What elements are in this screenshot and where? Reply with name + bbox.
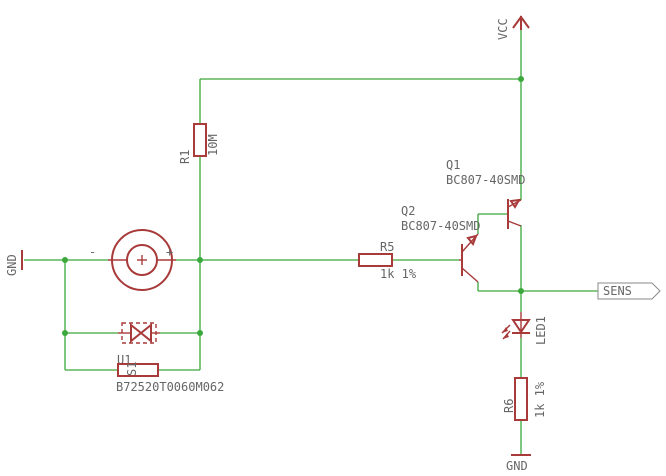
r5-resistor [358, 253, 393, 267]
q2-transistor-icon [459, 233, 479, 283]
q2-name: Q2 [401, 204, 415, 218]
junctions [62, 76, 524, 336]
q1-value: BC807-40SMD [446, 173, 525, 187]
vcc-arrow-icon [512, 15, 530, 30]
sens-net-flag [597, 282, 661, 300]
r1-name: R1 [178, 150, 192, 164]
r5-name: R5 [380, 240, 394, 254]
s1-name: S1 [125, 362, 139, 376]
r1-resistor [193, 123, 207, 157]
vcc-label: VCC [496, 18, 510, 40]
q1-transistor-icon [507, 198, 522, 229]
sens-label: SENS [603, 284, 632, 298]
q1-name: Q1 [446, 158, 460, 172]
q2-value: BC807-40SMD [401, 219, 480, 233]
led-icon [501, 312, 531, 340]
s1-component [117, 363, 159, 377]
sensor-symbol-icon [108, 229, 176, 291]
s1-value: B72520T0060M062 [116, 380, 224, 394]
gnd-bottom-label: GND [506, 459, 528, 473]
bidirectional-diode-icon [118, 322, 160, 344]
r6-resistor [514, 377, 528, 421]
led1-name: LED1 [534, 316, 548, 345]
gnd-left-label: GND [5, 254, 19, 276]
r1-value: 10M [206, 134, 220, 156]
sensor-plus: + [166, 245, 173, 259]
r6-name: R6 [502, 399, 516, 413]
wires [24, 26, 598, 455]
r6-value: 1k 1% [533, 381, 547, 418]
r5-value: 1k 1% [380, 267, 417, 281]
sensor-minus: - [89, 245, 96, 259]
